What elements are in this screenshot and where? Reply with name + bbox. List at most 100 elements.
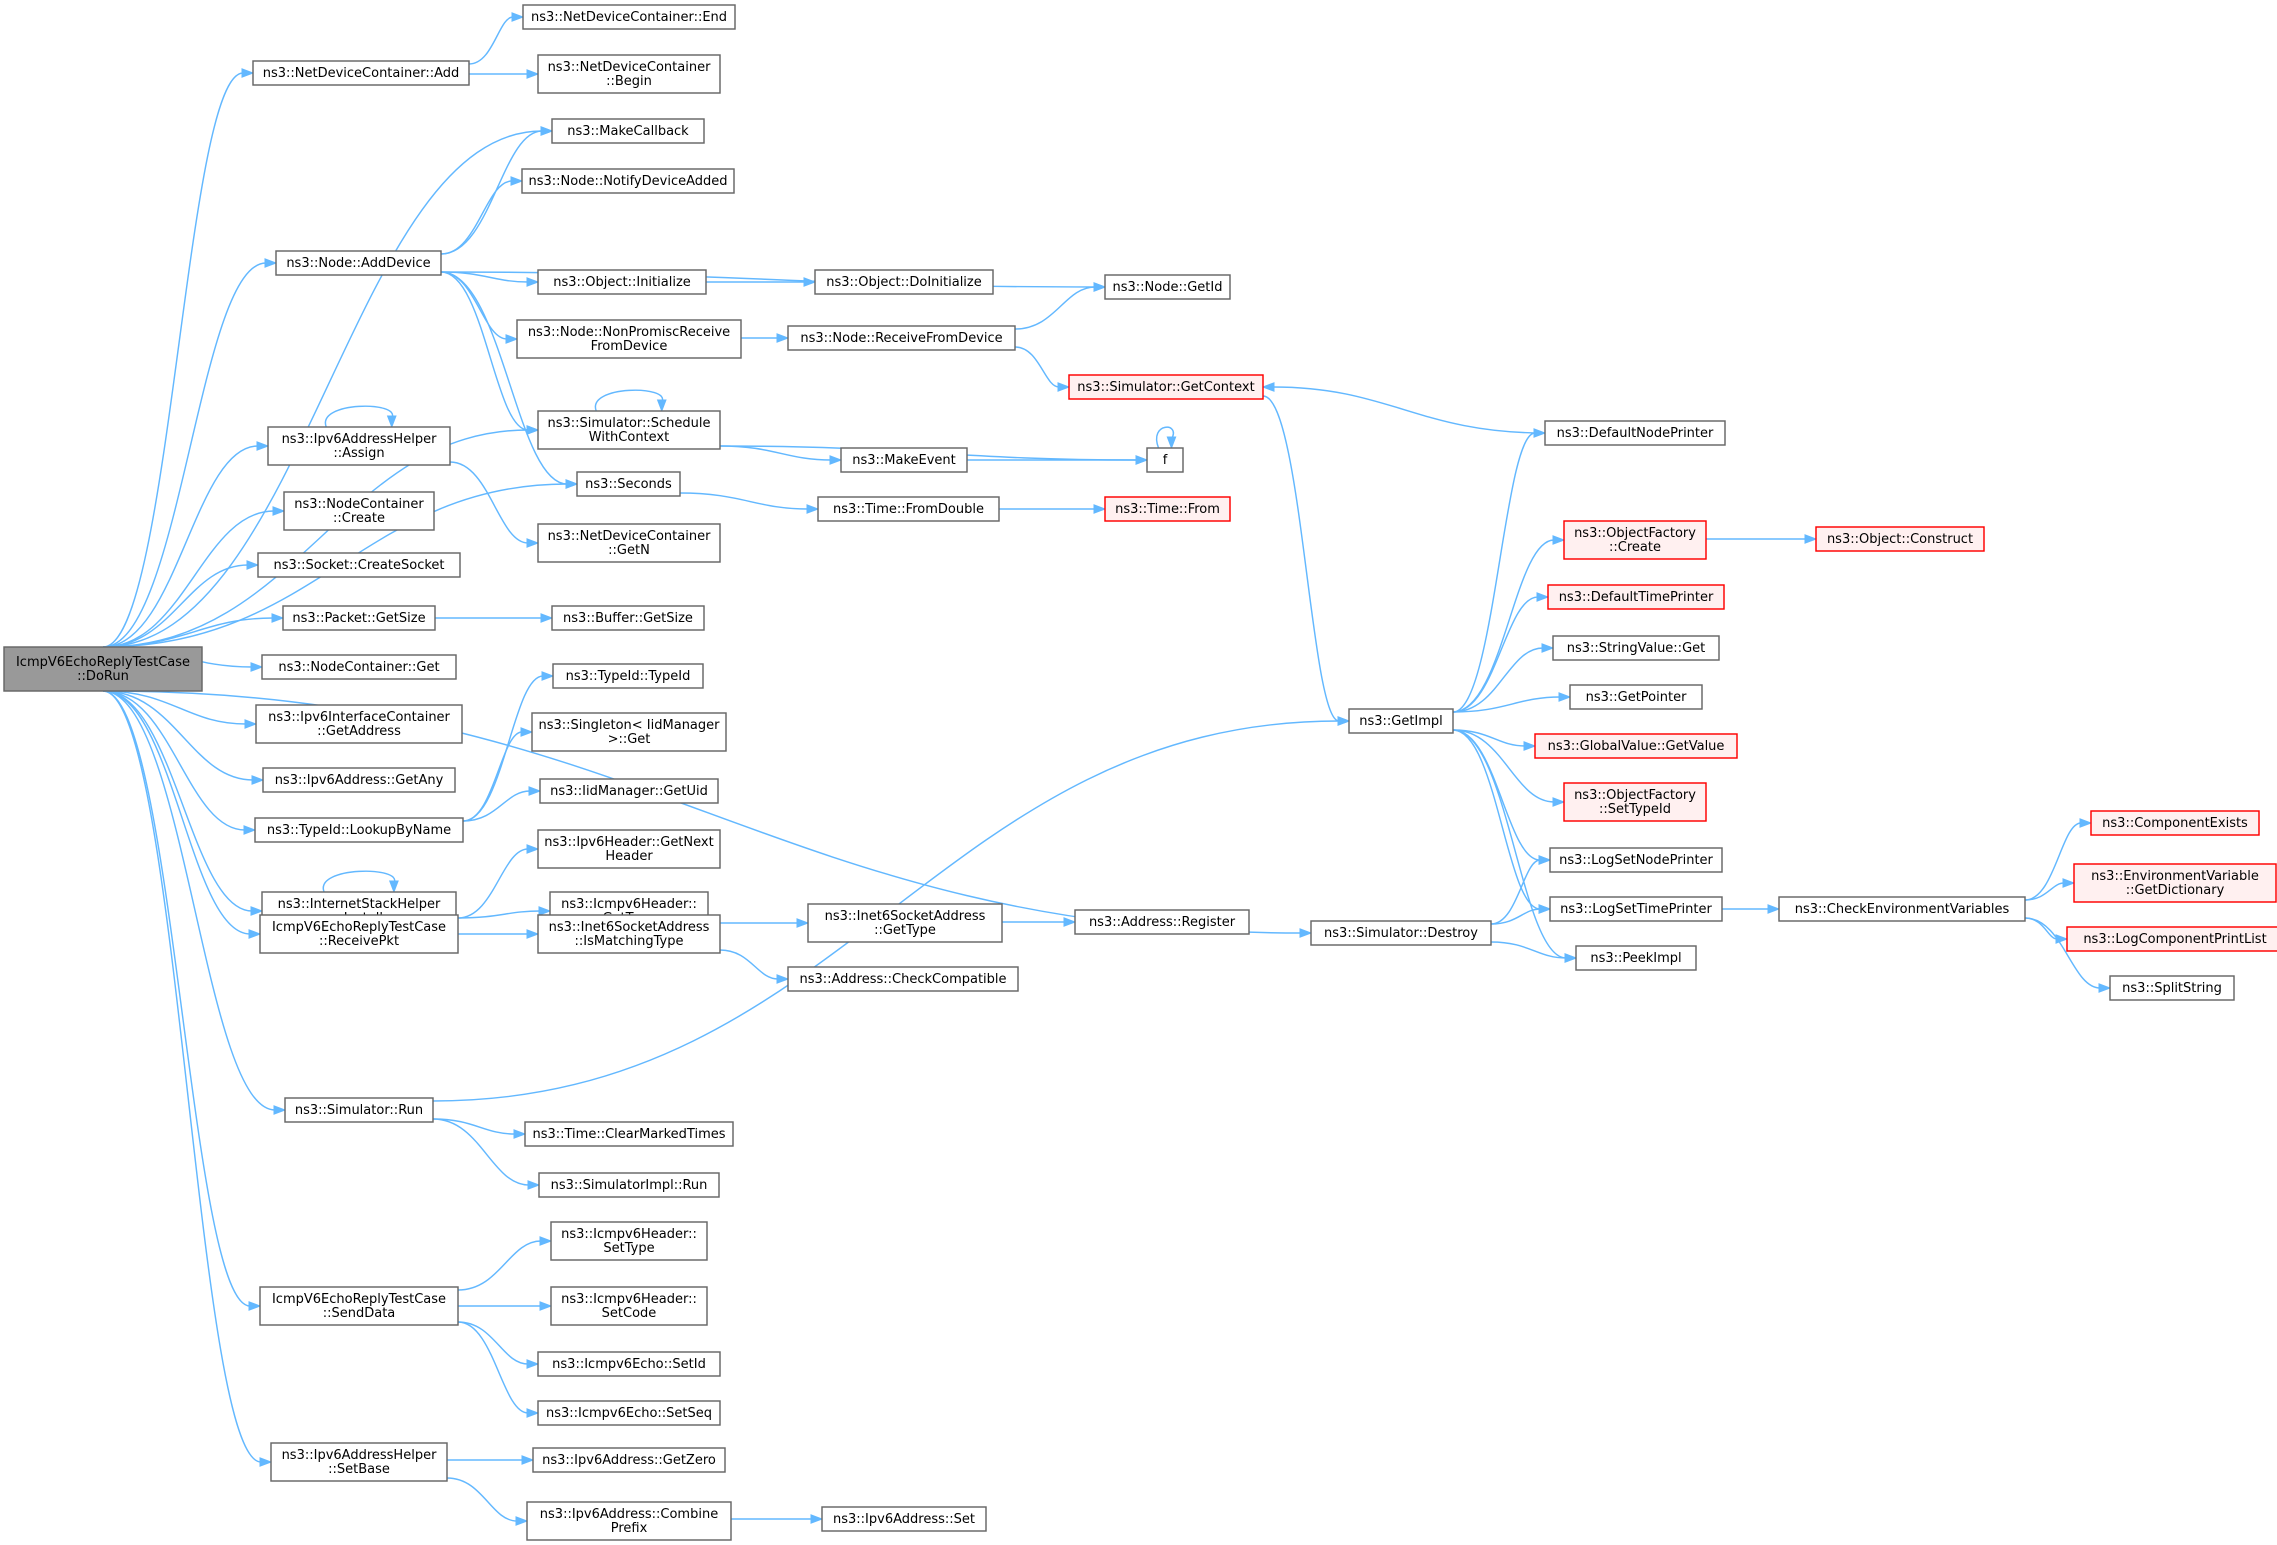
node-ndcBegin[interactable]: ns3::NetDeviceContainer::Begin: [537, 54, 721, 94]
node-label: ns3::SimulatorImpl::Run: [551, 1178, 708, 1193]
node-objConstruct[interactable]: ns3::Object::Construct: [1815, 526, 1985, 552]
node-strValGet[interactable]: ns3::StringValue::Get: [1552, 635, 1720, 661]
node-label: SetType: [603, 1241, 654, 1256]
node-ndcEnd[interactable]: ns3::NetDeviceContainer::End: [522, 4, 736, 30]
node-recvFromDev[interactable]: ns3::Node::ReceiveFromDevice: [787, 325, 1016, 351]
node-ncCreate[interactable]: ns3::NodeContainer::Create: [283, 491, 435, 531]
node-ncGet[interactable]: ns3::NodeContainer::Get: [261, 654, 457, 680]
node-peekImpl[interactable]: ns3::PeekImpl: [1575, 945, 1697, 971]
node-logSetTime[interactable]: ns3::LogSetTimePrinter: [1549, 896, 1723, 922]
node-setSeq[interactable]: ns3::Icmpv6Echo::SetSeq: [537, 1400, 721, 1426]
node-fromDouble[interactable]: ns3::Time::FromDouble: [817, 496, 1000, 522]
edge-arrowhead: [1057, 382, 1071, 392]
edge-inetGetType-to-addrRegister: [1002, 917, 1077, 927]
node-singletonGet[interactable]: ns3::Singleton< IidManager>::Get: [531, 712, 727, 752]
node-label: ns3::LogSetTimePrinter: [1560, 902, 1712, 917]
node-getAny[interactable]: ns3::Ipv6Address::GetAny: [262, 767, 456, 793]
node-gvGetValue[interactable]: ns3::GlobalValue::GetValue: [1534, 733, 1738, 759]
edge-combinePrefix-to-ipv6Set: [730, 1514, 824, 1524]
node-typeIdTypeId[interactable]: ns3::TypeId::TypeId: [552, 663, 704, 689]
node-defTimePrinter[interactable]: ns3::DefaultTimePrinter: [1547, 584, 1725, 610]
node-label: ns3::Object::Construct: [1827, 532, 1973, 547]
node-objDoInit[interactable]: ns3::Object::DoInitialize: [814, 269, 994, 295]
node-label: ns3::Singleton< IidManager: [538, 718, 720, 733]
node-ndcGetN[interactable]: ns3::NetDeviceContainer::GetN: [537, 523, 721, 563]
node-label: ns3::LogSetNodePrinter: [1559, 853, 1713, 868]
node-objInit[interactable]: ns3::Object::Initialize: [537, 269, 707, 295]
node-simRun[interactable]: ns3::Simulator::Run: [284, 1097, 434, 1123]
node-label: ns3::NetDeviceContainer: [548, 529, 712, 544]
node-iidGetUid[interactable]: ns3::IidManager::GetUid: [539, 778, 719, 804]
node-getZero[interactable]: ns3::Ipv6Address::GetZero: [532, 1447, 726, 1473]
node-compExists[interactable]: ns3::ComponentExists: [2090, 810, 2260, 836]
edge-defNodePrinter-to-getContext: [1261, 382, 1546, 434]
node-getPointer[interactable]: ns3::GetPointer: [1569, 684, 1703, 710]
edge-setBase-to-getZero: [447, 1455, 535, 1465]
edge-line: [719, 445, 832, 461]
node-ndcAdd[interactable]: ns3::NetDeviceContainer::Add: [252, 60, 470, 86]
node-addDevice[interactable]: ns3::Node::AddDevice: [275, 250, 442, 276]
node-envGetDict[interactable]: ns3::EnvironmentVariable::GetDictionary: [2073, 863, 2277, 903]
node-timeFrom[interactable]: ns3::Time::From: [1104, 496, 1231, 522]
node-ipv6IfGetAddr[interactable]: ns3::Ipv6InterfaceContainer::GetAddress: [255, 704, 463, 744]
node-implRun[interactable]: ns3::SimulatorImpl::Run: [538, 1172, 720, 1198]
edge-arrowhead: [541, 671, 555, 681]
node-splitString[interactable]: ns3::SplitString: [2109, 975, 2235, 1001]
call-graph-edges: [102, 12, 2112, 1526]
node-label: ns3::Ipv6Address::GetAny: [275, 773, 444, 788]
node-checkCompat[interactable]: ns3::Address::CheckCompatible: [787, 966, 1019, 992]
node-defNodePrinter[interactable]: ns3::DefaultNodePrinter: [1544, 420, 1726, 446]
node-checkEnv[interactable]: ns3::CheckEnvironmentVariables: [1778, 896, 2026, 922]
node-bufGetSize[interactable]: ns3::Buffer::GetSize: [551, 605, 705, 631]
node-nodeGetId[interactable]: ns3::Node::GetId: [1104, 274, 1231, 300]
node-ofSetTypeId[interactable]: ns3::ObjectFactory::SetTypeId: [1563, 782, 1707, 822]
edge-arrowhead: [243, 825, 257, 835]
edge-schedule-to-makeEvent: [719, 445, 843, 465]
node-setType[interactable]: ns3::Icmpv6Header::SetType: [550, 1221, 708, 1261]
node-notifyDev[interactable]: ns3::Node::NotifyDeviceAdded: [521, 168, 735, 194]
node-ipv6Set[interactable]: ns3::Ipv6Address::Set: [821, 1506, 987, 1532]
node-lookupByName[interactable]: ns3::TypeId::LookupByName: [254, 817, 464, 843]
node-setBase[interactable]: ns3::Ipv6AddressHelper::SetBase: [270, 1442, 448, 1482]
node-seconds[interactable]: ns3::Seconds: [576, 471, 681, 497]
node-addrRegister[interactable]: ns3::Address::Register: [1074, 909, 1250, 935]
edge-line: [102, 564, 249, 648]
node-receivePkt[interactable]: IcmpV6EchoReplyTestCase::ReceivePkt: [259, 914, 459, 954]
node-createSocket[interactable]: ns3::Socket::CreateSocket: [257, 552, 461, 578]
node-box: [821, 1506, 987, 1532]
edge-getImpl-to-defNodePrinter: [1452, 428, 1547, 713]
node-makeCallback[interactable]: ns3::MakeCallback: [551, 118, 705, 144]
node-assign[interactable]: ns3::Ipv6AddressHelper::Assign: [267, 426, 451, 466]
node-ofCreate[interactable]: ns3::ObjectFactory::Create: [1563, 520, 1707, 560]
edge-ndcAdd-to-ndcEnd: [468, 12, 525, 65]
node-simDestroy[interactable]: ns3::Simulator::Destroy: [1310, 920, 1492, 946]
edge-line: [462, 675, 544, 822]
node-logPrintList[interactable]: ns3::LogComponentPrintList: [2066, 926, 2277, 952]
edge-makeEvent-to-fNode: [966, 455, 1149, 465]
node-sendData[interactable]: IcmpV6EchoReplyTestCase::SendData: [259, 1286, 459, 1326]
edge-arrowhead: [244, 719, 258, 729]
edge-root-to-simRun: [102, 690, 287, 1115]
node-inetGetType[interactable]: ns3::Inet6SocketAddress::GetType: [807, 903, 1003, 943]
node-getContext[interactable]: ns3::Simulator::GetContext: [1068, 374, 1264, 400]
node-isMatching[interactable]: ns3::Inet6SocketAddress::IsMatchingType: [537, 914, 721, 954]
edge-line: [1014, 346, 1060, 388]
node-label: ::GetType: [874, 923, 936, 938]
node-label: ns3::Simulator::GetContext: [1077, 380, 1254, 395]
node-logSetNode[interactable]: ns3::LogSetNodePrinter: [1549, 847, 1723, 873]
node-makeEvent[interactable]: ns3::MakeEvent: [840, 447, 968, 473]
node-root[interactable]: IcmpV6EchoReplyTestCase::DoRun: [3, 646, 203, 692]
node-pktGetSize[interactable]: ns3::Packet::GetSize: [282, 605, 436, 631]
edge-arrowhead: [241, 68, 255, 78]
node-box: [532, 1447, 726, 1473]
node-getImpl[interactable]: ns3::GetImpl: [1348, 708, 1454, 734]
edge-arrowhead: [526, 1408, 540, 1418]
node-setId[interactable]: ns3::Icmpv6Echo::SetId: [537, 1351, 721, 1377]
node-fNode[interactable]: f: [1146, 447, 1184, 473]
node-setCode[interactable]: ns3::Icmpv6Header::SetCode: [550, 1286, 708, 1326]
node-clearMarked[interactable]: ns3::Time::ClearMarkedTimes: [524, 1121, 734, 1147]
